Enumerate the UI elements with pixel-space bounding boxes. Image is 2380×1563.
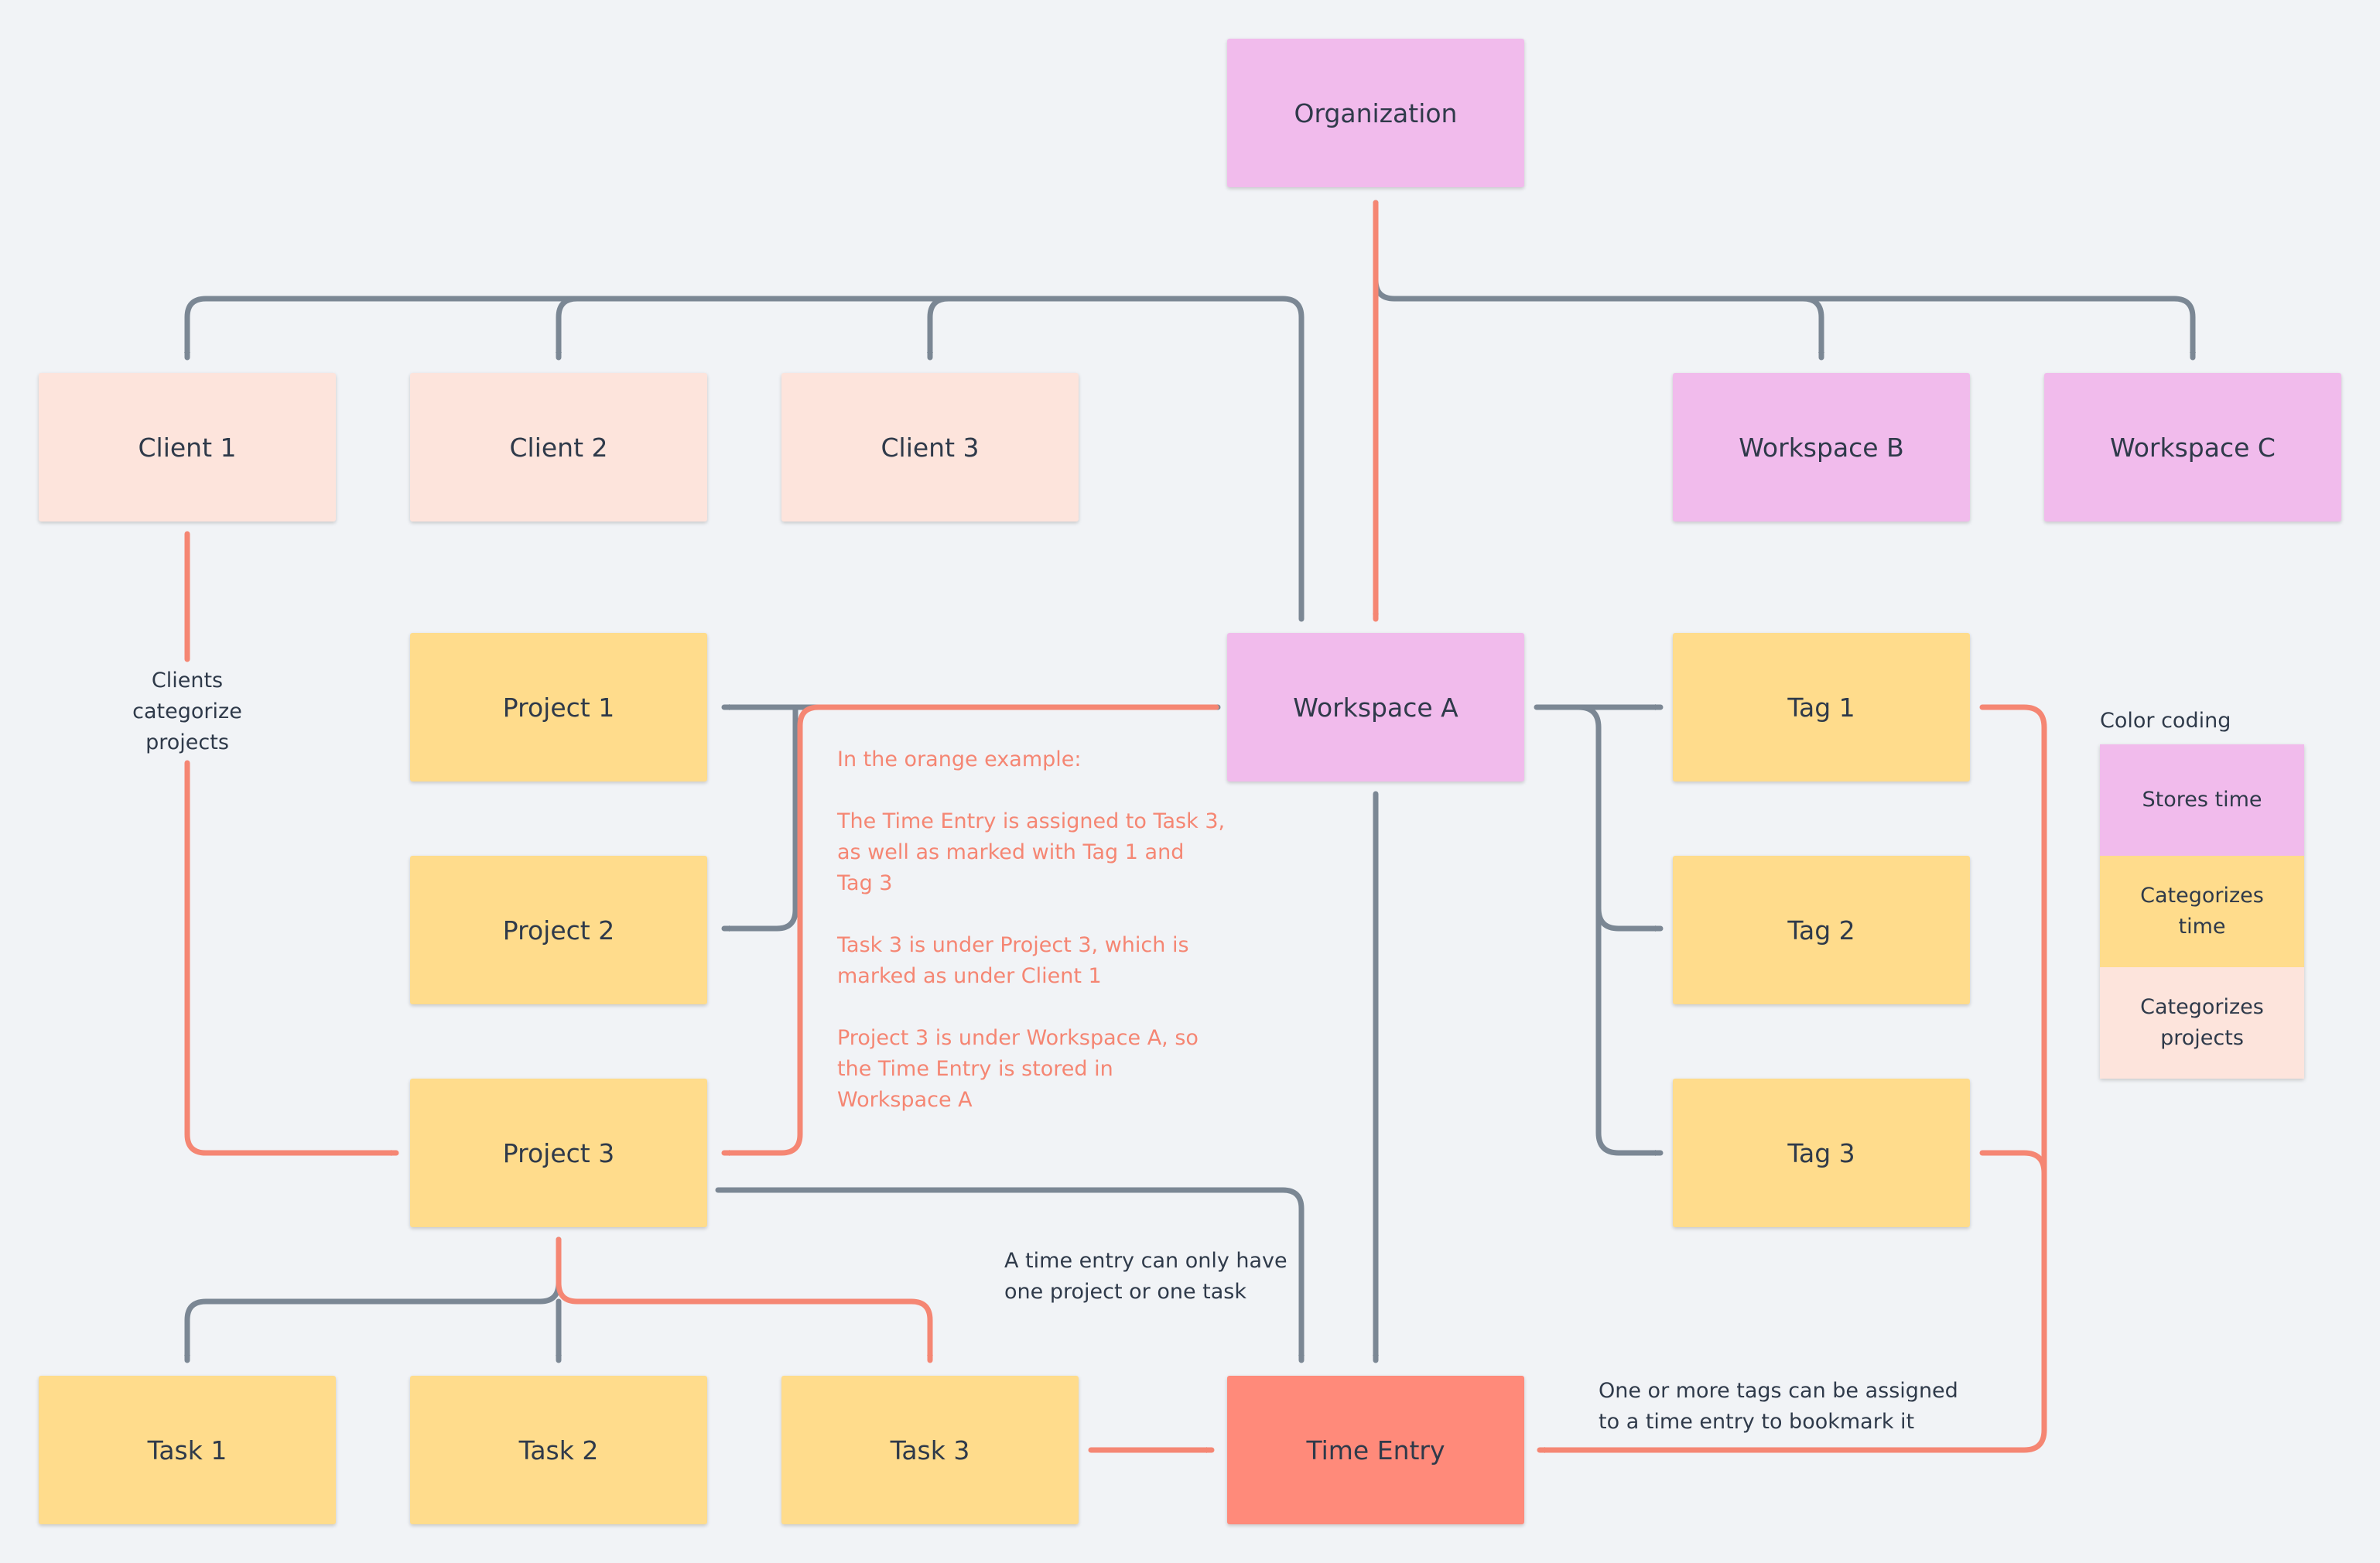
link-workspace-a-tag3 bbox=[1595, 905, 1664, 1156]
link-project3-time-entry bbox=[715, 1187, 1305, 1363]
node-tag-1[interactable]: Tag 1 bbox=[1673, 633, 1970, 782]
node-project-2[interactable]: Project 2 bbox=[410, 856, 707, 1004]
node-tag-2[interactable]: Tag 2 bbox=[1673, 856, 1970, 1004]
legend-box: Stores time Categorizes time Categorizes… bbox=[2100, 744, 2304, 1079]
link-workspace-a-client1 bbox=[184, 296, 1305, 622]
link-workspace-a-project2 bbox=[721, 704, 798, 932]
node-time-entry[interactable]: Time Entry bbox=[1227, 1376, 1524, 1524]
link-project3-task1 bbox=[184, 1236, 562, 1363]
node-client-1[interactable]: Client 1 bbox=[39, 373, 336, 522]
node-project-3[interactable]: Project 3 bbox=[410, 1079, 707, 1227]
note-clients-categorize-projects: Clients categorize projects bbox=[132, 669, 242, 754]
link-workspace-a-client3 bbox=[927, 296, 952, 361]
node-task-2[interactable]: Task 2 bbox=[410, 1376, 707, 1524]
node-organization[interactable]: Organization bbox=[1227, 39, 1524, 187]
link-workspace-a-tag2 bbox=[1575, 704, 1664, 932]
node-tag-3[interactable]: Tag 3 bbox=[1673, 1079, 1970, 1227]
note-orange-example: In the orange example: The Time Entry is… bbox=[837, 747, 1226, 1112]
legend-categorizes-projects: Categorizes projects bbox=[2100, 967, 2304, 1079]
link-client1-project3-lower bbox=[184, 760, 399, 1156]
link-org-workspace-b bbox=[1373, 200, 1824, 361]
note-tags-bookmark: One or more tags can be assigned to a ti… bbox=[1599, 1379, 1958, 1434]
note-one-project-or-task: A time entry can only have one project o… bbox=[1004, 1249, 1287, 1304]
legend-stores-time: Stores time bbox=[2100, 744, 2304, 856]
node-task-3[interactable]: Task 3 bbox=[781, 1376, 1079, 1524]
legend-title: Color coding bbox=[2100, 709, 2231, 733]
link-org-workspace-c bbox=[1800, 296, 2196, 361]
link-tag3-time-entry bbox=[1979, 1150, 2047, 1176]
node-workspace-b[interactable]: Workspace B bbox=[1673, 373, 1970, 522]
legend-categorizes-time: Categorizes time bbox=[2100, 856, 2304, 967]
node-client-2[interactable]: Client 2 bbox=[410, 373, 707, 522]
node-workspace-a[interactable]: Workspace A bbox=[1227, 633, 1524, 782]
link-project3-task3 bbox=[556, 1236, 933, 1363]
node-client-3[interactable]: Client 3 bbox=[781, 373, 1079, 522]
link-tag1-time-entry bbox=[1537, 704, 2047, 1453]
link-workspace-a-client2 bbox=[556, 296, 580, 361]
node-workspace-c[interactable]: Workspace C bbox=[2044, 373, 2341, 522]
node-task-1[interactable]: Task 1 bbox=[39, 1376, 336, 1524]
node-project-1[interactable]: Project 1 bbox=[410, 633, 707, 782]
link-workspace-a-project3 bbox=[721, 704, 1219, 1156]
